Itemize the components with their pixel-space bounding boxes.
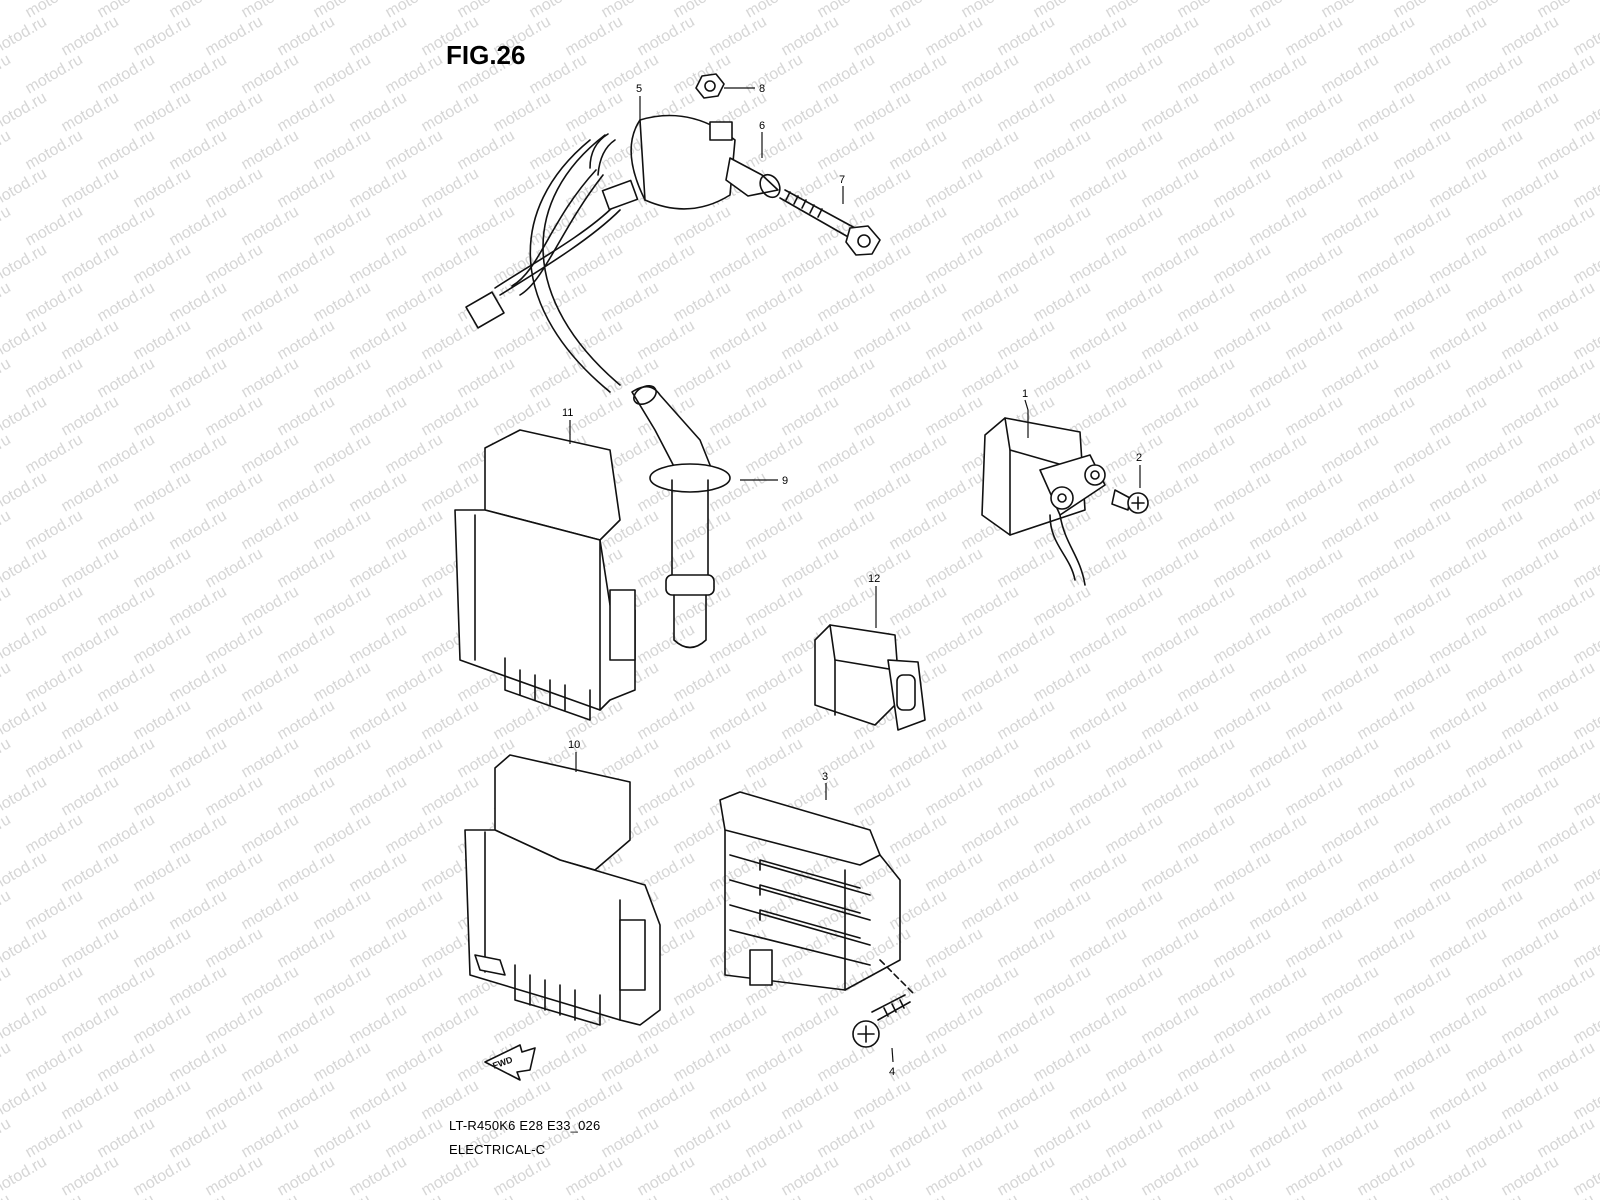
- starter-relay-part[interactable]: [981, 417, 1106, 586]
- callout-4: 4: [889, 1066, 895, 1078]
- control-unit-part[interactable]: [454, 429, 636, 721]
- caption-model: LT-R450K6 E28 E33_026: [449, 1118, 601, 1133]
- connector-part[interactable]: [814, 624, 926, 731]
- callout-6: 6: [759, 120, 765, 132]
- regulator-rectifier-part[interactable]: [719, 791, 916, 996]
- callout-1: 1: [1022, 388, 1028, 400]
- terminal-bolt-part[interactable]: [1111, 489, 1149, 514]
- figure-title: FIG.26: [446, 40, 526, 70]
- spark-plug-cap-part[interactable]: [631, 382, 731, 649]
- callout-9: 9: [782, 475, 788, 487]
- callout-10: 10: [568, 739, 580, 751]
- spacer-collar-part[interactable]: [725, 157, 784, 201]
- ignition-coil-part[interactable]: [465, 114, 736, 393]
- ecm-unit-part[interactable]: [464, 754, 661, 1026]
- callout-2: 2: [1136, 452, 1142, 464]
- callout-3: 3: [822, 771, 828, 783]
- callout-12: 12: [868, 573, 880, 585]
- coil-bolt-part[interactable]: [779, 189, 881, 256]
- callout-11: 11: [562, 407, 573, 419]
- callouts: 1 2 3 4 5 6 7 8 9 10 11 12: [562, 83, 1142, 1078]
- fwd-arrow-icon: FWD: [484, 1044, 536, 1081]
- caption-group: ELECTRICAL-C: [449, 1142, 546, 1157]
- nut-part[interactable]: [695, 73, 725, 99]
- callout-5: 5: [636, 83, 642, 95]
- mounting-bolt-part[interactable]: [852, 994, 911, 1048]
- callout-8: 8: [759, 83, 765, 95]
- callout-7: 7: [839, 174, 845, 186]
